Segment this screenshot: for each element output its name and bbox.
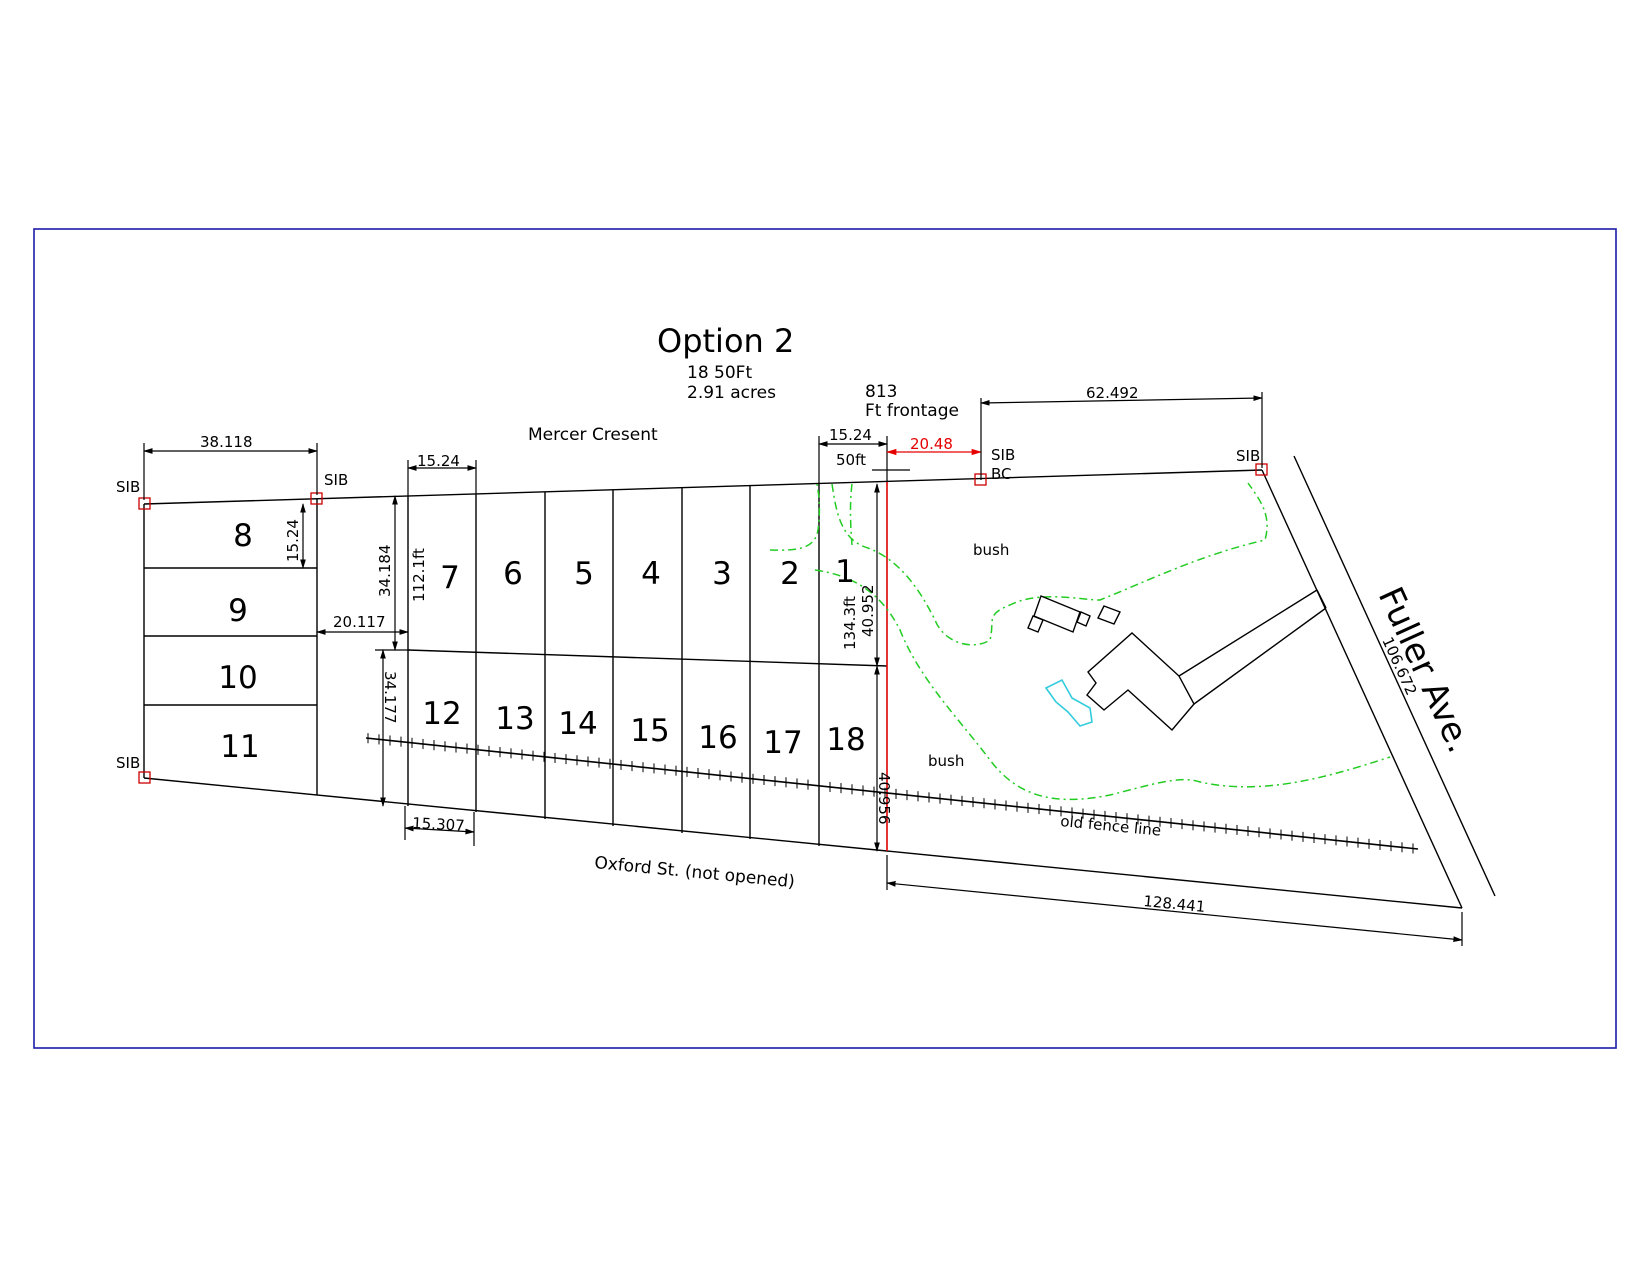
street-fuller: Fuller Ave. xyxy=(1370,581,1480,759)
sib-label: SIB xyxy=(116,754,140,772)
dim-red: 20.48 xyxy=(910,435,953,453)
lot-number: 18 xyxy=(826,722,865,758)
sib-label: SIB xyxy=(116,478,140,496)
street-oxford: Oxford St. (not opened) xyxy=(594,853,796,892)
dim-row-upper: 34.184 xyxy=(376,545,394,598)
lot-number: 2 xyxy=(780,556,800,592)
lot-number: 15 xyxy=(630,713,669,749)
frontage-value: 813 xyxy=(865,382,897,402)
bush-label: bush xyxy=(973,541,1009,559)
lot-number: 5 xyxy=(574,556,594,592)
dim-west-top: 38.118 xyxy=(200,433,253,451)
lot-number: 8 xyxy=(233,518,253,554)
frontage-label: Ft frontage xyxy=(865,401,959,421)
bc-label: BC xyxy=(991,465,1012,483)
sib-label: SIB xyxy=(324,471,348,489)
lot-number: 3 xyxy=(712,556,732,592)
acres-summary: 2.91 acres xyxy=(687,383,776,403)
dim-east-top: 62.492 xyxy=(1086,384,1139,402)
dim-row-lower: 34.177 xyxy=(381,671,399,724)
sib-label: SIB xyxy=(991,446,1015,464)
pool-outline xyxy=(1044,678,1093,727)
dim-west-gap: 20.117 xyxy=(333,613,386,631)
dim-south-east: 128.441 xyxy=(1143,892,1206,916)
bush-label: bush xyxy=(928,752,964,770)
lot-number: 14 xyxy=(558,706,597,742)
lot-number: 16 xyxy=(698,720,737,756)
dim-lot1-note: 50ft xyxy=(836,451,866,469)
lot-number: 11 xyxy=(220,729,259,765)
old-fence-line xyxy=(365,733,1419,854)
bush-outlines xyxy=(769,482,1391,801)
lot-number: 7 xyxy=(440,560,460,596)
lot-number: 9 xyxy=(228,593,248,629)
west-lots xyxy=(144,499,318,795)
lot-number: 6 xyxy=(503,556,523,592)
lot-number: 10 xyxy=(218,660,257,696)
street-mercer: Mercer Cresent xyxy=(528,425,658,445)
plan-title: Option 2 xyxy=(657,322,794,360)
dim-lot8-depth: 15.24 xyxy=(284,519,302,562)
dimension-lines xyxy=(143,392,1463,946)
dim-lot1-frontage: 15.24 xyxy=(829,426,872,444)
existing-buildings xyxy=(1027,589,1327,732)
dim-lot18-depth: 40.956 xyxy=(875,772,893,825)
parcel-boundary xyxy=(143,455,1496,909)
lots-summary: 18 50Ft xyxy=(687,363,752,383)
dim-upper-ft: 112.1ft xyxy=(410,548,428,602)
dim-lot1-ft: 134.3ft xyxy=(841,596,859,650)
dim-lot1-depth: 40.952 xyxy=(859,585,877,638)
east-lots xyxy=(407,482,888,851)
drawing-frame xyxy=(33,228,1617,1049)
dim-lot7-frontage: 15.24 xyxy=(417,452,460,470)
lot-number: 12 xyxy=(422,696,461,732)
lot-number: 4 xyxy=(641,556,661,592)
sib-label: SIB xyxy=(1236,447,1260,465)
lot-number: 1 xyxy=(835,554,855,590)
dim-lot12-width: 15.307 xyxy=(412,814,465,835)
lot-number: 13 xyxy=(495,701,534,737)
lot-number: 17 xyxy=(763,725,802,761)
